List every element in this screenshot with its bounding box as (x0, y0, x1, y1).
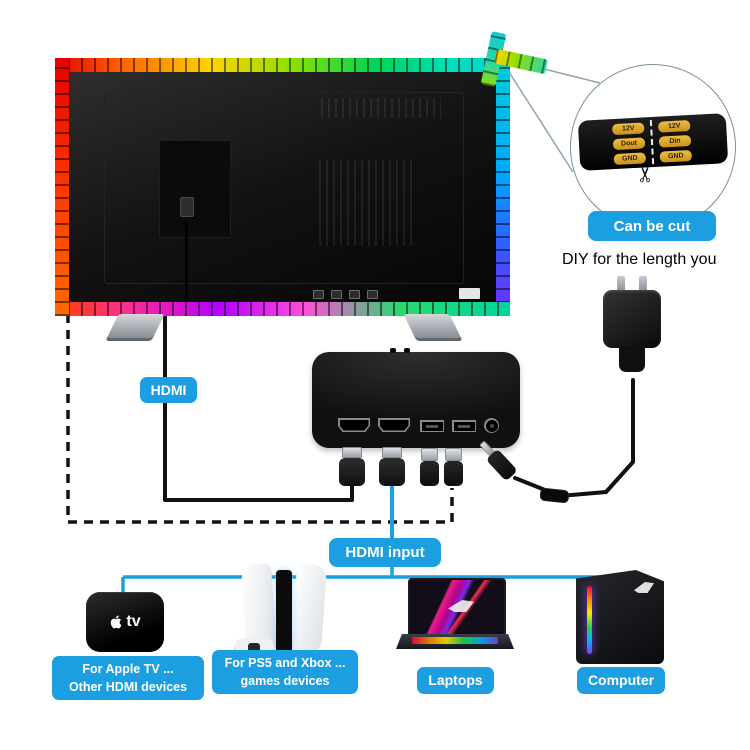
usb-port-1 (420, 420, 444, 432)
tv-label-sticker (459, 288, 480, 299)
apple-logo-icon (111, 615, 122, 629)
solder-pad: 12V (612, 122, 645, 136)
gaming-laptop (396, 578, 514, 654)
tv-rear-port (349, 290, 360, 299)
solder-pad: Din (658, 135, 692, 148)
magnifier-callout-line-bottom (499, 57, 574, 173)
laptop-caption: Laptops (417, 667, 494, 694)
tv-vent-grid-upper (321, 98, 441, 118)
apple-tv-logo-text: tv (126, 613, 141, 630)
tv-rear-port (313, 290, 324, 299)
rog-logo-icon (634, 582, 654, 593)
hdmi-sync-control-box (312, 348, 520, 448)
tv-hdmi-port (180, 197, 194, 217)
laptop-screen (408, 578, 506, 638)
caption-line: Other HDMI devices (68, 680, 188, 694)
caption-line: For Apple TV ... (82, 661, 174, 676)
box-top-nub (390, 348, 396, 353)
box-top-nub (404, 348, 410, 353)
tv-rear-port (331, 290, 342, 299)
ps5-center-column (276, 570, 292, 654)
solder-pad: 12V (657, 120, 691, 133)
solder-pad: GND (659, 149, 693, 163)
hdmi-plug-1 (339, 447, 365, 486)
hdmi-port-1 (338, 418, 370, 432)
rgb-keyboard-glow (412, 637, 498, 644)
power-adapter (603, 276, 661, 382)
ps5-caption: For PS5 and Xbox ... games devices (212, 650, 358, 694)
led-strip-right (496, 58, 510, 316)
apple-tv-device: tv (86, 592, 164, 652)
ps5-side-panel-right (290, 563, 328, 655)
dc-power-jack (484, 418, 499, 433)
led-strip-top (55, 58, 510, 72)
hdmi-plug-2 (379, 447, 405, 486)
tv-internal-cable (185, 222, 188, 302)
led-strip-closeup: 12V 12V Dout Din GND GND (577, 113, 729, 171)
hdmi-port-2 (378, 418, 410, 432)
adapter-prong (617, 276, 625, 293)
strip-zoom-circle: 12V 12V Dout Din GND GND ✂ (570, 64, 736, 230)
ps5-console (234, 562, 332, 664)
apple-tv-caption: For Apple TV ... Other HDMI devices (52, 656, 204, 700)
tv-rear-port (367, 290, 378, 299)
diy-length-text: DIY for the length you (562, 251, 717, 268)
hdmi-label: HDMI (140, 377, 197, 403)
tv-back-with-led-strip (55, 58, 510, 316)
gaming-pc-tower (576, 570, 664, 664)
adapter-neck (619, 346, 645, 372)
cut-mark-dashed-line (649, 120, 655, 165)
pc-rgb-light-strip (587, 586, 592, 654)
solder-pad: Dout (612, 137, 646, 151)
tv-hdmi-cable (163, 310, 354, 502)
usb-plug-2 (444, 448, 463, 486)
usb-port-2 (452, 420, 476, 432)
solder-pad: GND (613, 152, 647, 166)
adapter-body (603, 290, 661, 348)
tv-mount-plate (159, 140, 231, 238)
led-strip-bottom (55, 302, 510, 316)
led-strip-left (55, 58, 69, 316)
scissors-icon: ✂ (633, 164, 659, 184)
tv-vent-grid (319, 160, 415, 246)
tv-panel-seam (104, 92, 464, 284)
power-cable (513, 378, 635, 498)
dashed-usb-cable (66, 298, 454, 524)
adapter-prong (639, 276, 647, 293)
caption-line: games devices (240, 674, 330, 688)
usb-plug-1 (420, 448, 439, 486)
caption-line: For PS5 and Xbox ... (224, 655, 346, 670)
computer-caption: Computer (577, 667, 665, 694)
hdmi-input-label: HDMI input (329, 538, 441, 567)
can-be-cut-badge: Can be cut (588, 211, 716, 241)
tv-back-panel (69, 72, 496, 302)
